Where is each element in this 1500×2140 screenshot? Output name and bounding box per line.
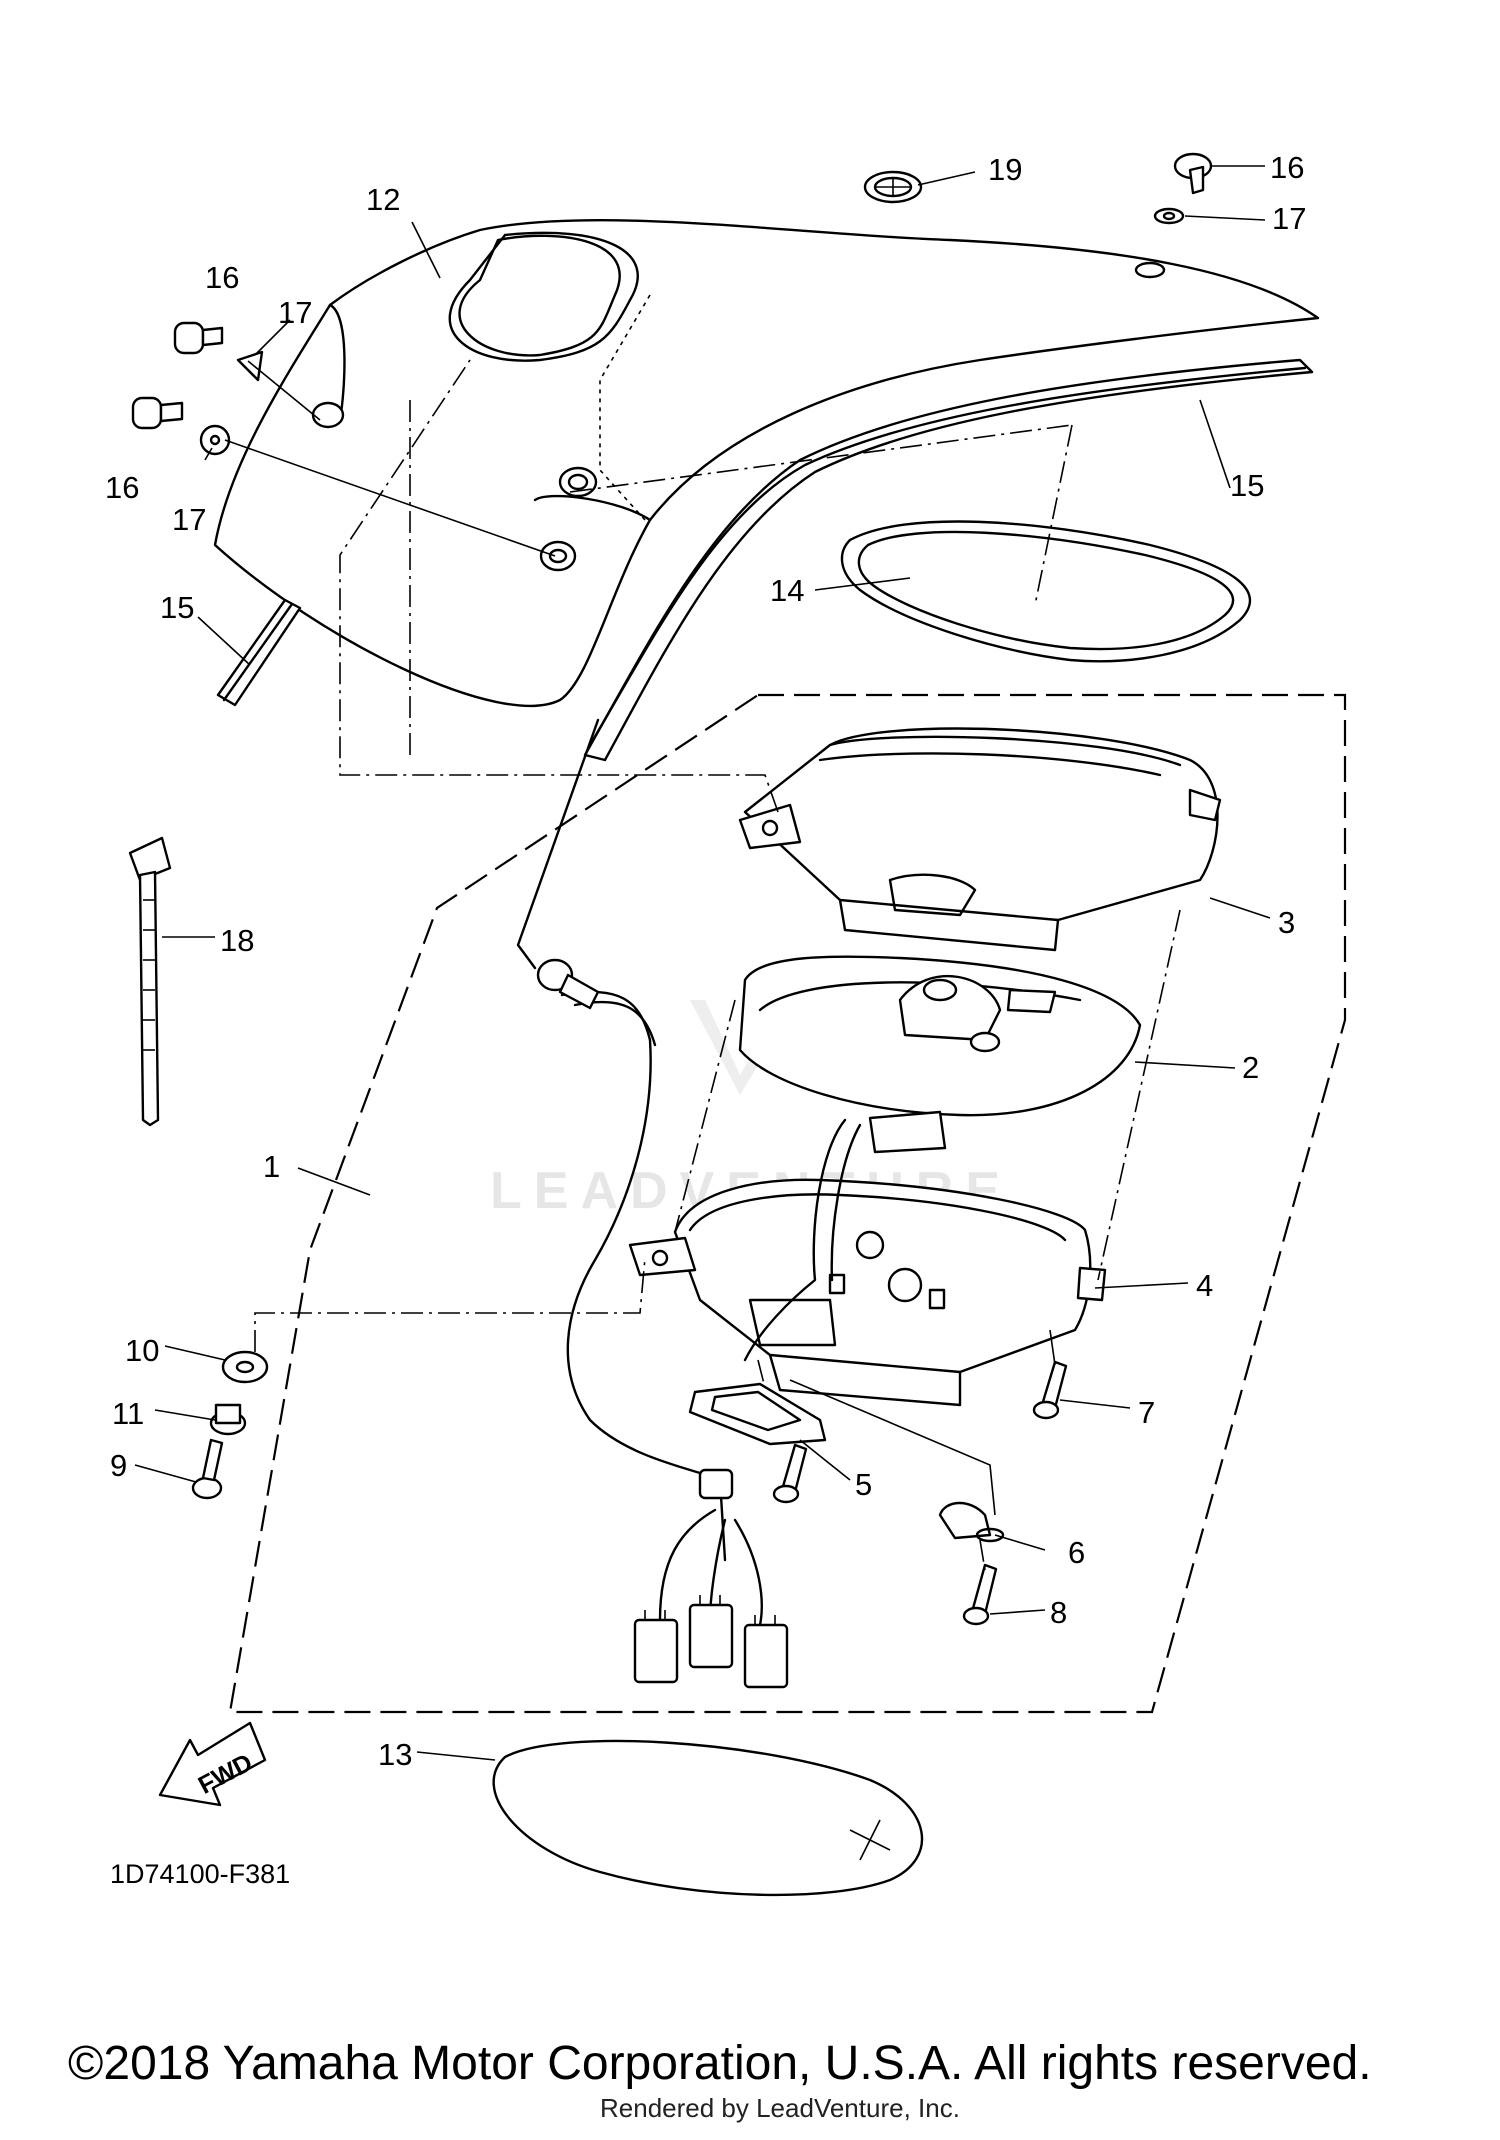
callout-11: 11 <box>112 1396 144 1431</box>
bolt-part-16-top[interactable] <box>1173 152 1213 195</box>
callout-labels: 12 19 16 17 16 17 16 17 15 15 14 3 18 2 … <box>105 150 1306 1772</box>
screw-part-5[interactable] <box>772 1443 808 1504</box>
seal-part-14[interactable] <box>840 520 1252 663</box>
assembly-outline-part-1 <box>228 693 1347 1714</box>
callout-9: 9 <box>110 1448 127 1483</box>
lens-sheet-part-13[interactable] <box>492 1739 924 1897</box>
bolt-part-16-left-lower[interactable] <box>131 396 184 430</box>
bolt-part-16-left-upper[interactable] <box>173 321 224 355</box>
bolt-part-9[interactable] <box>191 1438 224 1500</box>
clamp-part-6[interactable] <box>938 1501 1005 1543</box>
screw-part-8[interactable] <box>962 1563 998 1626</box>
meter-cover-part-3[interactable] <box>738 727 1222 952</box>
callout-15-left: 15 <box>160 590 194 625</box>
callout-5: 5 <box>855 1467 872 1502</box>
bulb-socket[interactable] <box>536 958 600 1010</box>
callout-16-left-upper: 16 <box>205 260 239 295</box>
diagram-part-code: 1D74100-F381 <box>110 1859 290 1889</box>
callout-14: 14 <box>770 573 804 608</box>
callout-7: 7 <box>1138 1395 1155 1430</box>
washer-part-17-left-upper[interactable] <box>236 350 264 382</box>
callout-3: 3 <box>1278 905 1295 940</box>
upper-cover-part-12[interactable] <box>213 218 1320 708</box>
callout-19: 19 <box>988 152 1022 187</box>
meter-body-part-2[interactable] <box>738 955 1142 1154</box>
grommet-part-19[interactable] <box>863 170 923 204</box>
screw-part-7[interactable] <box>1032 1360 1068 1420</box>
leader-lines <box>134 165 1271 1761</box>
gasket-part-5[interactable] <box>688 1382 827 1446</box>
callout-6: 6 <box>1068 1535 1085 1570</box>
callout-15-right: 15 <box>1230 468 1264 503</box>
callout-8: 8 <box>1050 1595 1067 1630</box>
damper-part-10[interactable] <box>221 1350 269 1384</box>
callout-1: 1 <box>263 1149 280 1184</box>
callout-17-left-lower: 17 <box>172 502 206 537</box>
washer-part-17-left-lower[interactable] <box>199 424 231 456</box>
callout-16-top: 16 <box>1270 150 1304 185</box>
trim-strip-part-15[interactable] <box>583 358 1314 762</box>
callout-16-left-lower: 16 <box>105 470 139 505</box>
washer-part-17-top[interactable] <box>1153 207 1185 225</box>
meter-case-part-4[interactable] <box>628 1178 1107 1407</box>
callout-4: 4 <box>1196 1268 1213 1303</box>
trim-strip-left-part-15[interactable] <box>216 598 302 707</box>
callout-18: 18 <box>220 923 254 958</box>
callout-12: 12 <box>366 182 400 217</box>
callout-17-left-upper: 17 <box>278 295 312 330</box>
fwd-arrow-icon: FWD <box>158 1721 267 1807</box>
copyright-notice: ©2018 Yamaha Motor Corporation, U.S.A. A… <box>68 2037 1372 2090</box>
collar-part-11[interactable] <box>209 1403 247 1436</box>
rendered-by-notice: Rendered by LeadVenture, Inc. <box>600 2093 960 2123</box>
callout-2: 2 <box>1242 1050 1259 1085</box>
indicator-lines <box>224 294 1181 1571</box>
callout-13: 13 <box>378 1737 412 1772</box>
wire-harness[interactable] <box>560 990 862 1689</box>
cable-tie-part-18[interactable] <box>128 836 172 1127</box>
callout-10: 10 <box>125 1333 159 1368</box>
callout-17-top: 17 <box>1272 201 1306 236</box>
